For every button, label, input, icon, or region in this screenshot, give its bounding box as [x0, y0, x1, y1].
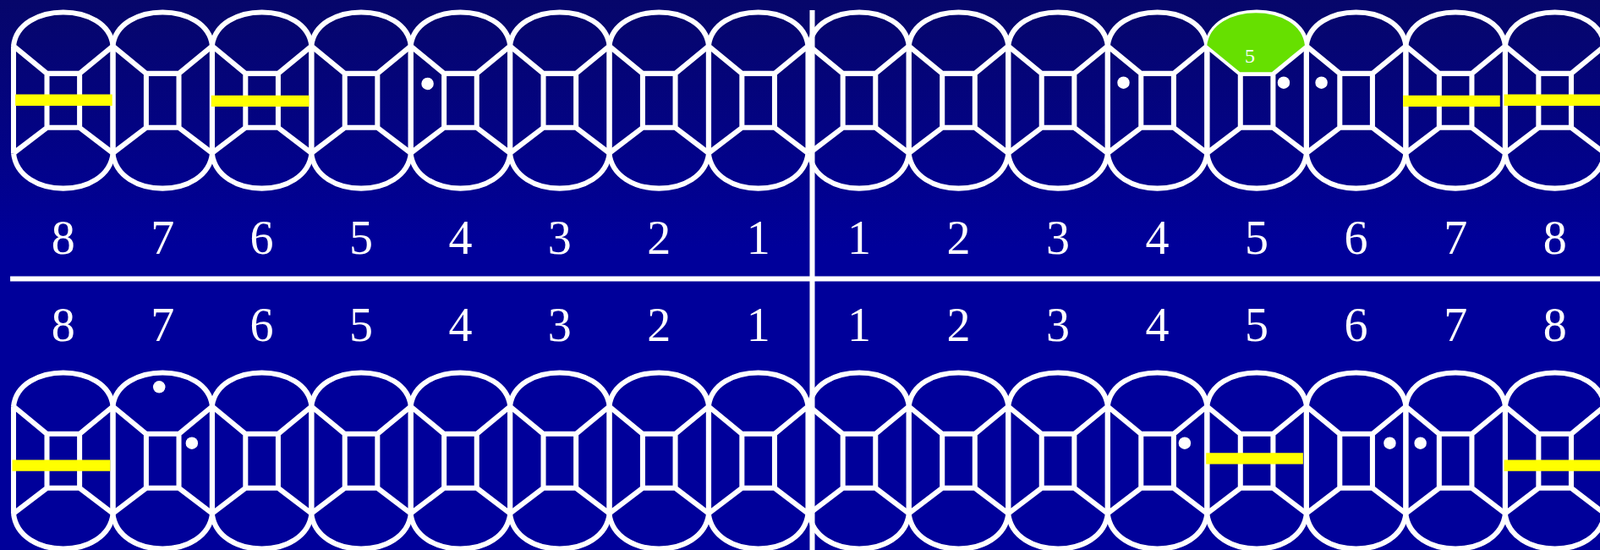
tooth-number: 4 — [448, 213, 472, 262]
tooth-number: 7 — [1443, 213, 1468, 262]
tooth-number: 3 — [1046, 301, 1070, 349]
surface-dot — [1277, 76, 1290, 88]
tooth-number: 1 — [746, 213, 771, 262]
tooth-outline — [509, 372, 610, 548]
surface-label: 5 — [1244, 45, 1255, 66]
tooth-number: 8 — [51, 301, 76, 349]
tooth-outline — [1008, 372, 1108, 548]
tooth-number: 8 — [51, 213, 76, 262]
surface-dot — [1178, 436, 1191, 449]
surface-dot — [1413, 436, 1426, 449]
tooth-outline — [1008, 11, 1108, 188]
surface-fill — [1205, 11, 1306, 73]
tooth-outline — [410, 11, 511, 188]
tooth-number: 4 — [448, 301, 472, 349]
tooth-number: 6 — [1344, 301, 1369, 349]
tooth-number: 1 — [847, 301, 872, 349]
missing-tooth-bar — [211, 95, 310, 107]
tooth-outline — [909, 11, 1009, 188]
tooth-number: 4 — [1145, 301, 1170, 349]
tooth-outline — [311, 372, 411, 548]
missing-tooth-bar — [1402, 95, 1501, 107]
tooth-outline — [1405, 372, 1506, 548]
surface-dot — [1315, 76, 1327, 88]
tooth-outline — [708, 372, 809, 548]
tooth-outline — [112, 372, 213, 548]
tooth-number: 4 — [1145, 213, 1170, 262]
chart-drawing — [10, 10, 1600, 550]
surface-dot — [1117, 76, 1129, 88]
tooth-outline — [909, 372, 1009, 548]
tooth-outline — [13, 11, 114, 188]
tooth-number: 1 — [746, 301, 771, 349]
tooth-outline — [1306, 11, 1407, 188]
tooth-outline — [1107, 11, 1208, 188]
tooth-number: 1 — [847, 213, 872, 262]
tooth-number: 7 — [150, 301, 175, 349]
jaw-divider — [10, 275, 1600, 281]
tooth-outline — [509, 11, 610, 188]
missing-tooth-bar — [1205, 452, 1304, 464]
tooth-number: 2 — [646, 301, 671, 349]
tooth-number: 5 — [1244, 301, 1269, 349]
tooth-number: 3 — [547, 213, 572, 262]
tooth-outline — [1107, 372, 1208, 548]
tooth-number: 8 — [1543, 213, 1568, 262]
tooth-number: 6 — [250, 213, 274, 262]
tooth-number: 3 — [1046, 213, 1070, 262]
tooth-outline — [1306, 372, 1407, 548]
surface-dot — [153, 380, 165, 393]
tooth-outline — [608, 372, 709, 548]
tooth-number: 7 — [150, 213, 175, 262]
surface-shape — [1205, 11, 1306, 73]
tooth-number: 7 — [1443, 301, 1468, 349]
tooth-number: 8 — [1543, 301, 1568, 349]
midline-divider — [809, 10, 815, 550]
surface-dot — [1383, 436, 1396, 449]
tooth-outline — [112, 11, 213, 188]
tooth-number: 5 — [349, 213, 373, 262]
filled-surface: 5 — [1205, 11, 1306, 73]
missing-tooth-bar — [15, 94, 113, 106]
tooth-number: 2 — [646, 213, 671, 262]
tooth-outline — [212, 372, 313, 548]
tooth-number: 5 — [1244, 213, 1269, 262]
tooth-number: 5 — [349, 301, 373, 349]
tooth-outline — [311, 11, 411, 188]
tooth-outline — [809, 11, 910, 188]
tooth-number: 6 — [1344, 213, 1369, 262]
tooth-number: 3 — [547, 301, 572, 349]
missing-tooth-bar — [1504, 94, 1600, 106]
missing-tooth-bar — [11, 460, 110, 472]
tooth-number: 2 — [947, 213, 971, 262]
tooth-number: 6 — [250, 301, 274, 349]
tooth-number: 2 — [947, 301, 971, 349]
surface-dot — [421, 77, 433, 90]
missing-tooth-bar — [1504, 460, 1600, 472]
surface-dot — [186, 436, 198, 449]
tooth-outline — [708, 11, 809, 188]
tooth-outline — [608, 11, 709, 188]
tooth-outline — [809, 372, 910, 548]
tooth-outline — [410, 372, 511, 548]
